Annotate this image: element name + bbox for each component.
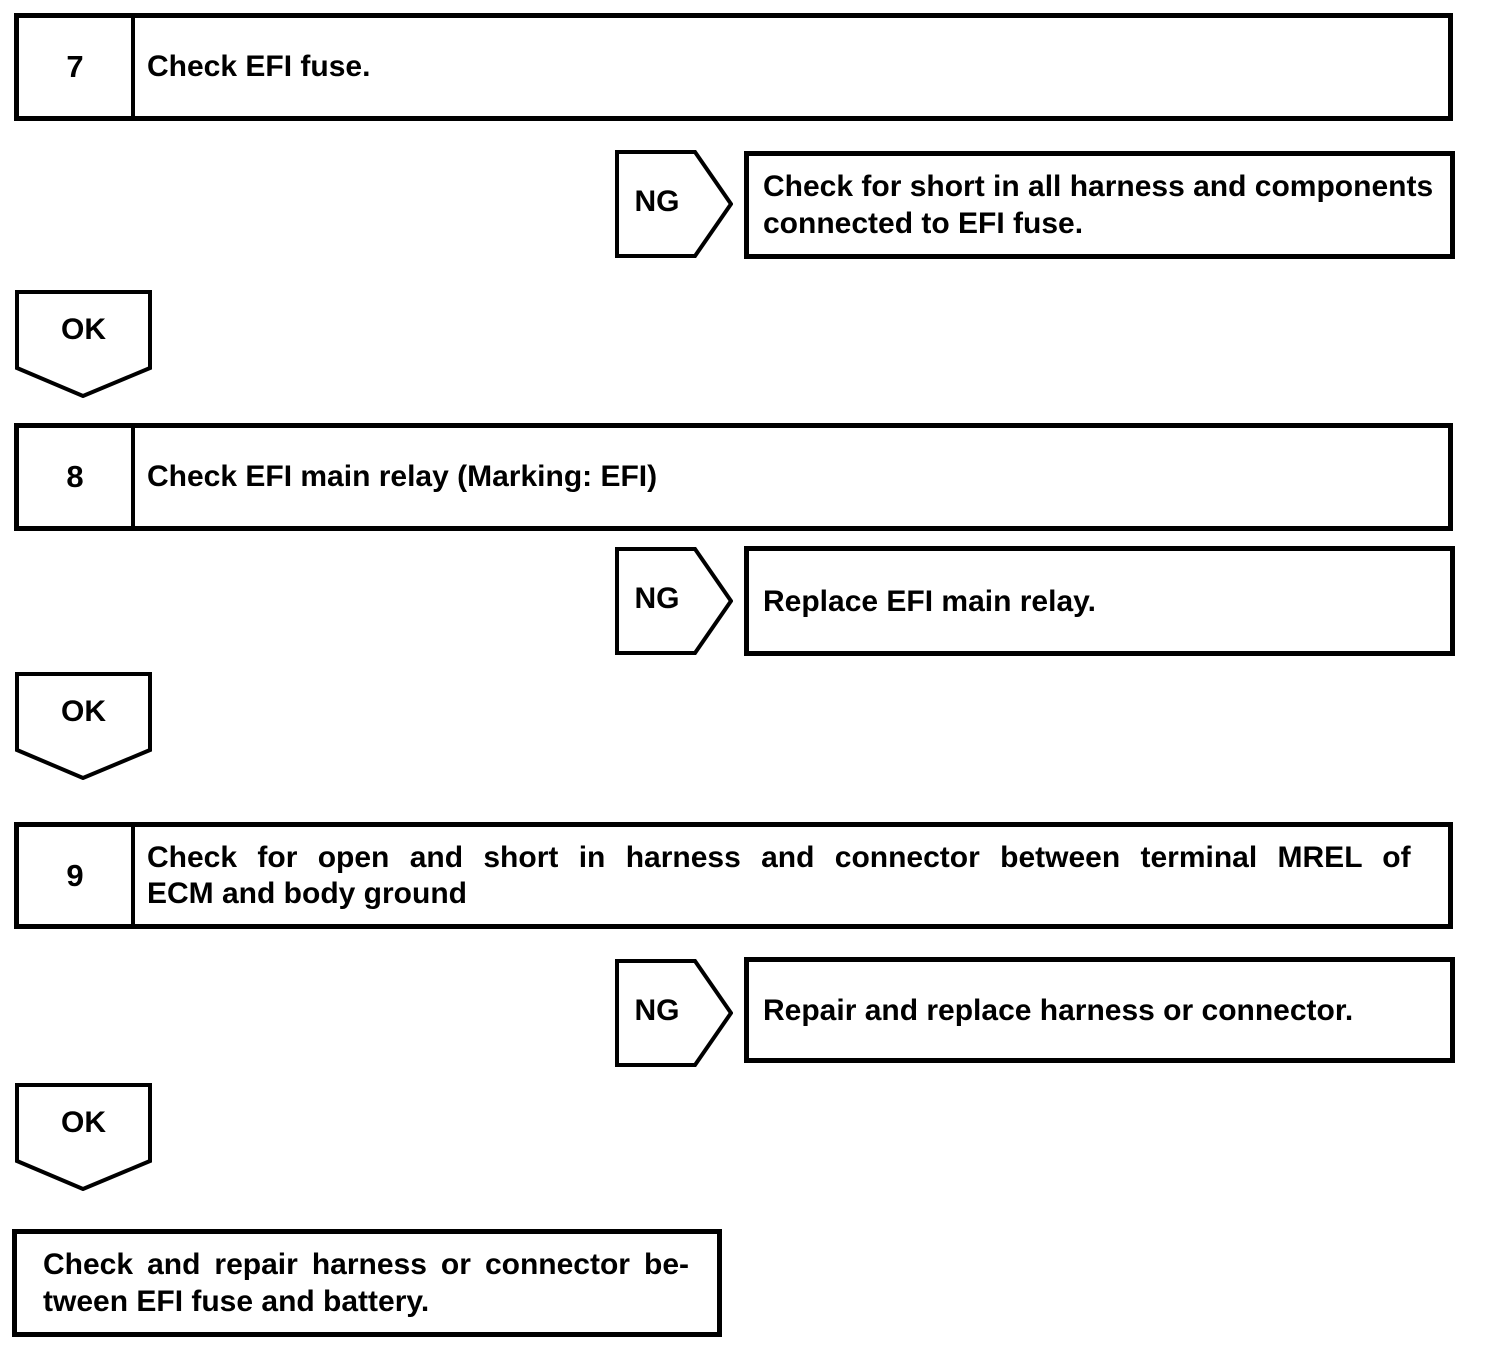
final-action-box: Check and repair harness or connector be… xyxy=(12,1229,722,1337)
step-7-title: Check EFI fuse. xyxy=(135,18,1448,116)
final-action-line: tween EFI fuse and battery. xyxy=(43,1285,430,1318)
step-9-title-line: ECM and body ground xyxy=(147,876,467,910)
step-7-title-text: Check EFI fuse. xyxy=(147,50,371,83)
step-9-box: 9 Check for open and short in harness an… xyxy=(14,822,1453,929)
ok-arrow-icon xyxy=(15,290,152,398)
ng-action-line: connected to EFI fuse. xyxy=(763,207,1084,240)
step-8-box: 8 Check EFI main relay (Marking: EFI) xyxy=(14,423,1453,531)
step-9-title-line: Check for open and short in harness and … xyxy=(147,840,1411,874)
step-7-ng-connector: NG xyxy=(615,150,733,258)
final-action-line: Check and repair harness or connector be… xyxy=(43,1248,689,1281)
step-7-number: 7 xyxy=(66,49,84,84)
ok-arrow-icon xyxy=(15,1083,152,1191)
ok-label: OK xyxy=(61,1106,106,1139)
ng-action-line: Check for short in all harness and compo… xyxy=(763,170,1434,203)
ok-label: OK xyxy=(61,695,106,728)
step-8-ng-connector: NG xyxy=(615,547,733,655)
step-9-ok-connector: OK xyxy=(15,1083,152,1191)
step-8-title: Check EFI main relay (Marking: EFI) xyxy=(135,428,1448,526)
ng-label: NG xyxy=(634,582,680,615)
ng-label: NG xyxy=(634,185,680,218)
ng-arrow-icon xyxy=(615,959,733,1067)
step-9-ng-connector: NG xyxy=(615,959,733,1067)
ok-arrow-icon xyxy=(15,672,152,780)
step-7-box: 7 Check EFI fuse. xyxy=(14,13,1453,121)
ng-action-line: Repair and replace harness or connector. xyxy=(763,993,1354,1027)
step-8-title-text: Check EFI main relay (Marking: EFI) xyxy=(147,460,658,493)
step-9-title: Check for open and short in harness and … xyxy=(135,827,1448,924)
step-8-number-cell: 8 xyxy=(19,428,135,526)
step-9-ng-action-box: Repair and replace harness or connector. xyxy=(744,957,1455,1063)
ng-label: NG xyxy=(634,994,680,1027)
ng-arrow-icon xyxy=(615,547,733,655)
ng-action-line: Replace EFI main relay. xyxy=(763,584,1096,618)
step-7-ok-connector: OK xyxy=(15,290,152,398)
step-7-number-cell: 7 xyxy=(19,18,135,116)
step-9-number-cell: 9 xyxy=(19,827,135,924)
step-7-ng-action-box: Check for short in all harness and compo… xyxy=(744,151,1455,259)
step-8-number: 8 xyxy=(66,459,84,494)
step-9-number: 9 xyxy=(66,857,84,893)
step-8-ng-action-box: Replace EFI main relay. xyxy=(744,546,1455,656)
ng-arrow-icon xyxy=(615,150,733,258)
ok-label: OK xyxy=(61,313,106,346)
step-8-ok-connector: OK xyxy=(15,672,152,780)
